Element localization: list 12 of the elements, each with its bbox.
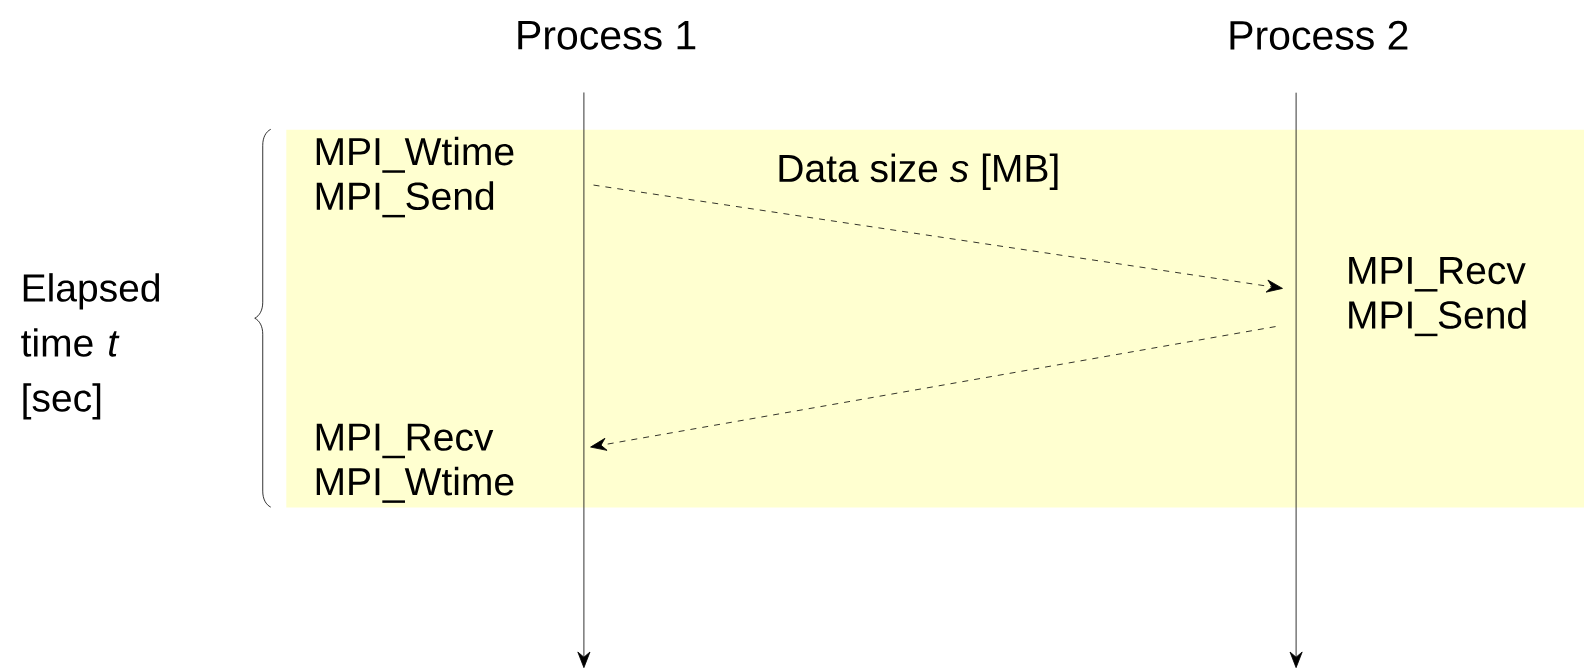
time-band <box>286 129 1584 508</box>
edge-label: Data size s [MB] <box>774 151 1063 192</box>
timeline-arrow <box>1289 92 1303 669</box>
call-label: MPI_Wtime MPI_Send <box>316 136 514 218</box>
process-heading: Process 1 <box>518 21 696 50</box>
axis-label: Elapsed time t [sec] <box>21 273 160 420</box>
call-label: MPI_Recv MPI_Send <box>1349 257 1526 337</box>
message-arrow <box>590 326 1276 451</box>
call-label: MPI_Recv MPI_Wtime <box>316 423 514 503</box>
process-heading: Process 2 <box>1230 20 1408 50</box>
message-arrow <box>593 184 1283 293</box>
timeline-arrow <box>577 92 591 669</box>
